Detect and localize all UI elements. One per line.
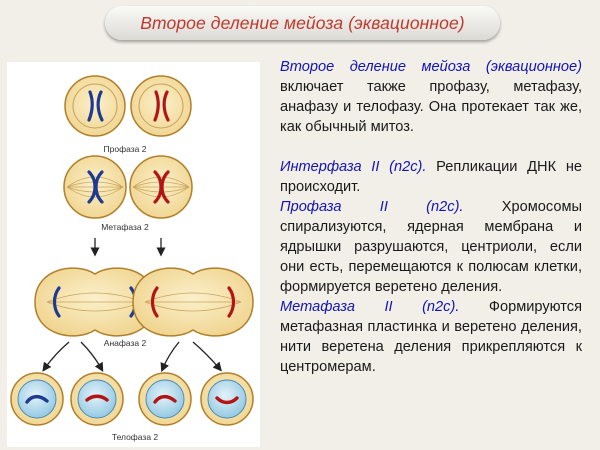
prophase-cell-left [64,75,126,137]
interphase-term: Интерфаза II (n2c). [280,159,427,175]
prophase-paragraph: Профаза II (n2c). Хромосомы спирализуютс… [280,197,582,297]
intro-body: включает также профазу, метафазу, анафаз… [280,79,582,135]
arrow-split-left-b [80,341,104,372]
metaphase-term: Метафаза II (n2c). [280,299,460,315]
meiosis-diagram: Профаза 2 [7,62,260,447]
intro-paragraph: Второе деление мейоза (эквационное) вклю… [280,57,582,137]
title-banner: Второе деление мейоза (эквационное) [105,6,500,40]
label-metaphase: Метафаза 2 [101,222,149,232]
intro-term: Второе деление мейоза (эквационное) [280,59,582,75]
arrow-split-right-a [160,341,180,373]
prophase-term: Профаза II (n2c). [280,199,464,215]
metaphase-cell-left [63,155,127,219]
prophase-cell-right [130,75,192,137]
description-text: Второе деление мейоза (эквационное) вклю… [280,57,582,377]
telophase-cell-3 [138,372,192,426]
interphase-paragraph: Интерфаза II (n2c). Репликации ДНК не пр… [280,157,582,197]
metaphase-body: Формируются метафазная пластинка и верет… [280,299,582,375]
telophase-cell-4 [200,372,254,426]
label-prophase: Профаза 2 [104,144,147,154]
label-anaphase: Анафаза 2 [104,338,147,348]
telophase-cell-2 [70,372,124,426]
anaphase-cell-right [132,267,254,337]
interphase-body: Репликации ДНК не происходит. [280,159,582,195]
paragraph-gap [280,137,582,157]
metaphase-paragraph: Метафаза II (n2c). Формируются метафазна… [280,297,582,377]
arrow-split-right-b [192,341,222,372]
slide-title: Второе деление мейоза (эквационное) [140,12,465,33]
arrow-split-left-a [42,341,70,372]
metaphase-cell-right [129,155,193,219]
telophase-cell-1 [10,372,64,426]
prophase-body: Хромосомы спирализуются, ядерная мембран… [280,199,582,295]
label-telophase: Телофаза 2 [112,432,159,442]
